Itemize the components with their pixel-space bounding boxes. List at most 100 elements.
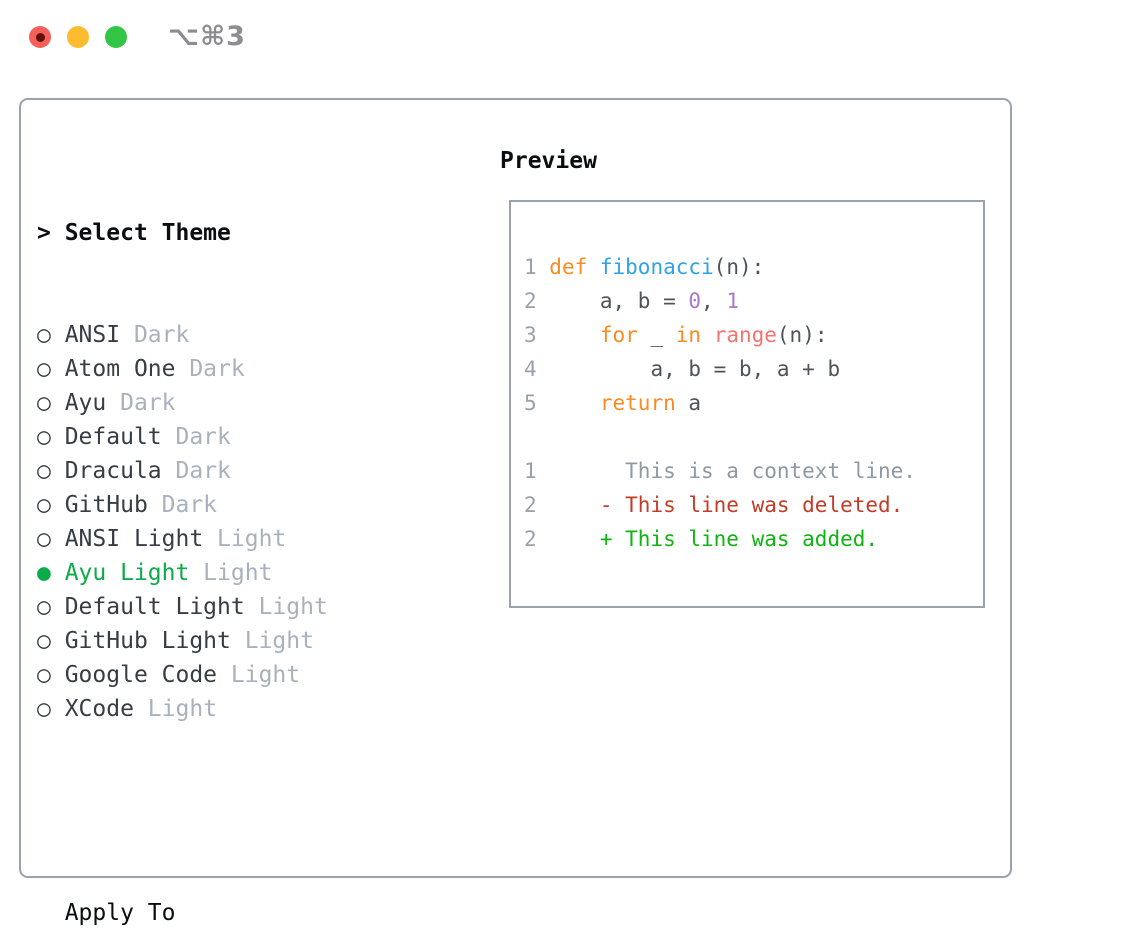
theme-option-default-light-light[interactable]: ○ Default Light Light: [37, 590, 425, 624]
option-label: XCode: [64, 696, 134, 722]
radio-unselected-icon: ○: [37, 696, 65, 722]
code-segment-function: fibonacci: [599, 255, 714, 279]
code-segment-keyword: for: [599, 323, 651, 347]
focus-caret-icon: >: [37, 220, 65, 246]
radio-unselected-icon: ○: [37, 356, 65, 382]
code-segment-gutter: 2: [524, 289, 550, 313]
option-label: Dracula: [64, 458, 162, 484]
minimize-button[interactable]: [67, 26, 89, 48]
radio-unselected-icon: ○: [37, 322, 65, 348]
code-segment-gutter: 2: [524, 493, 537, 517]
window-title: ⌥⌘3: [168, 21, 246, 52]
theme-option-github-light-light[interactable]: ○ GitHub Light Light: [37, 624, 425, 658]
theme-option-xcode-light[interactable]: ○ XCode Light: [37, 692, 425, 726]
preview-line-7: 1 This is a context line.: [524, 454, 983, 488]
option-variant-label: Light: [230, 628, 314, 654]
code-segment-code_default: (n):: [776, 323, 828, 347]
option-variant-label: Dark: [120, 322, 190, 348]
theme-option-github-dark[interactable]: ○ GitHub Dark: [37, 488, 425, 522]
apply-to-header: Apply To: [37, 896, 425, 930]
code-segment-keyword: def: [549, 255, 600, 279]
zoom-button[interactable]: [105, 26, 127, 48]
theme-option-atom-one-dark[interactable]: ○ Atom One Dark: [37, 352, 425, 386]
apply-to-label: Apply To: [64, 900, 176, 926]
preview-header: Preview: [500, 148, 597, 174]
theme-picker-left-column: > Select Theme ○ ANSI Dark○ Atom One Dar…: [37, 148, 425, 934]
theme-option-default-dark[interactable]: ○ Default Dark: [37, 420, 425, 454]
code-segment-added: + This line was added.: [599, 527, 879, 551]
code-segment-deleted: - This line was deleted.: [599, 493, 904, 517]
select-theme-header: > Select Theme: [37, 216, 425, 250]
preview-line-6: [524, 420, 983, 454]
code-segment-code_default: [537, 527, 600, 551]
option-label: Ayu: [64, 390, 107, 416]
code-segment-code_default: a: [688, 391, 702, 415]
theme-list: ○ ANSI Dark○ Atom One Dark○ Ayu Dark○ De…: [37, 318, 425, 726]
theme-option-ansi-light-light[interactable]: ○ ANSI Light Light: [37, 522, 425, 556]
preview-line-4: 4 a, b = b, a + b: [524, 352, 983, 386]
code-segment-code_default: a, b =: [549, 289, 689, 313]
option-variant-label: Light: [133, 696, 218, 722]
preview-line-5: 5 return a: [524, 386, 983, 420]
preview-line-9: 2 + This line was added.: [524, 522, 983, 556]
option-variant-label: Dark: [106, 390, 176, 416]
preview-line-8: 2 - This line was deleted.: [524, 488, 983, 522]
option-label: GitHub Light: [64, 628, 231, 654]
code-segment-context: This is a context line.: [536, 459, 916, 483]
theme-picker-panel: > Select Theme ○ ANSI Dark○ Atom One Dar…: [19, 98, 1012, 926]
theme-option-dracula-dark[interactable]: ○ Dracula Dark: [37, 454, 425, 488]
radio-unselected-icon: ○: [37, 594, 65, 620]
code-segment-code_default: ,: [701, 289, 727, 313]
close-button[interactable]: [29, 26, 51, 48]
preview-line-1: 1 def fibonacci(n):: [524, 250, 983, 284]
apply-to-indent: [37, 900, 65, 926]
option-label: ANSI Light: [64, 526, 204, 552]
radio-unselected-icon: ○: [37, 458, 65, 484]
code-segment-code_default: (n):: [713, 255, 765, 279]
option-variant-label: Light: [203, 526, 287, 552]
radio-unselected-icon: ○: [37, 662, 65, 688]
option-label: GitHub: [64, 492, 148, 518]
option-variant-label: Dark: [175, 356, 245, 382]
code-segment-code_default: [549, 323, 600, 347]
radio-unselected-icon: ○: [37, 492, 65, 518]
theme-option-ayu-light-light[interactable]: ● Ayu Light Light: [37, 556, 425, 590]
code-segment-code_default: [537, 493, 600, 517]
code-segment-number: 0: [688, 289, 702, 313]
theme-option-google-code-light[interactable]: ○ Google Code Light: [37, 658, 425, 692]
option-variant-label: Dark: [161, 458, 231, 484]
option-variant-label: Dark: [161, 424, 231, 450]
option-label: Atom One: [64, 356, 176, 382]
radio-selected-icon: ●: [37, 560, 65, 586]
option-variant-label: Light: [189, 560, 273, 586]
code-segment-gutter: 4: [524, 357, 550, 381]
code-segment-gutter: 1: [524, 255, 550, 279]
option-variant-label: Dark: [147, 492, 218, 518]
code-segment-code_default: a, b = b, a + b: [549, 357, 841, 381]
option-label: Default Light: [64, 594, 245, 620]
code-segment-builtin: range: [713, 323, 777, 347]
code-segment-keyword: in: [675, 323, 714, 347]
close-dot-icon: [35, 32, 45, 42]
option-label: Google Code: [64, 662, 218, 688]
theme-option-ansi-dark[interactable]: ○ ANSI Dark: [37, 318, 425, 352]
code-segment-keyword: return: [599, 391, 689, 415]
spacer: [37, 794, 425, 828]
option-label: Default: [64, 424, 162, 450]
code-segment-gutter: 2: [524, 527, 537, 551]
select-theme-label: Select Theme: [64, 220, 231, 246]
option-label: ANSI: [64, 322, 121, 348]
option-variant-label: Light: [244, 594, 328, 620]
radio-unselected-icon: ○: [37, 628, 65, 654]
code-segment-gutter: 3: [524, 323, 550, 347]
code-segment-gutter: 5: [524, 391, 550, 415]
radio-unselected-icon: ○: [37, 526, 65, 552]
preview-line-2: 2 a, b = 0, 1: [524, 284, 983, 318]
theme-option-ayu-dark[interactable]: ○ Ayu Dark: [37, 386, 425, 420]
code-segment-gutter: 1: [524, 459, 537, 483]
option-label: Ayu Light: [64, 560, 190, 586]
code-segment-code_default: [549, 391, 600, 415]
radio-unselected-icon: ○: [37, 390, 65, 416]
